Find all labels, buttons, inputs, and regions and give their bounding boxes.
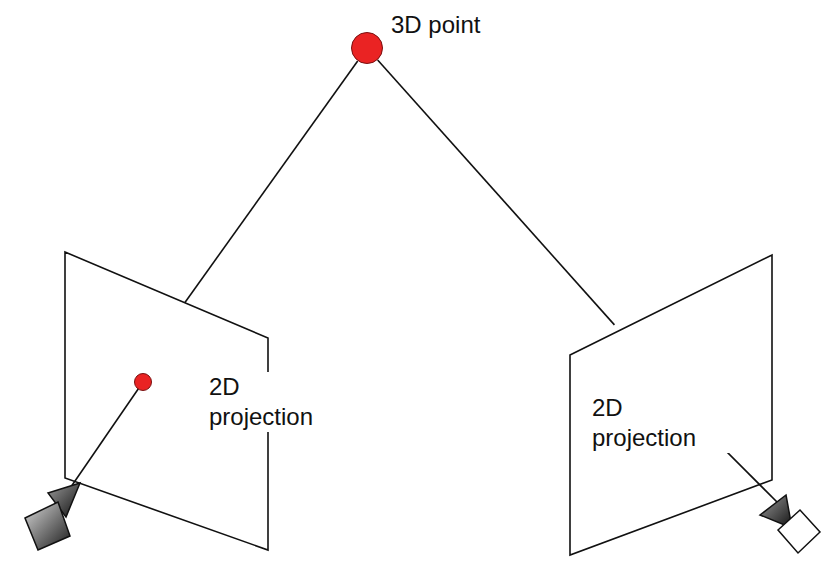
point-node: 3D point bbox=[351, 8, 521, 68]
point-label: 3D point bbox=[389, 10, 523, 40]
projection-label: 2D projection bbox=[207, 372, 271, 432]
image-plane: 2D projection bbox=[65, 252, 268, 550]
projection-line bbox=[378, 60, 615, 325]
camera-right bbox=[760, 495, 820, 553]
projection-line bbox=[185, 61, 358, 303]
projection-label: 2D projection bbox=[590, 393, 734, 453]
point-marker bbox=[351, 32, 383, 64]
image-plane: 2D projection bbox=[570, 255, 772, 555]
camera-left bbox=[25, 483, 80, 550]
projection-ray bbox=[64, 382, 143, 497]
projected-point bbox=[134, 373, 152, 391]
